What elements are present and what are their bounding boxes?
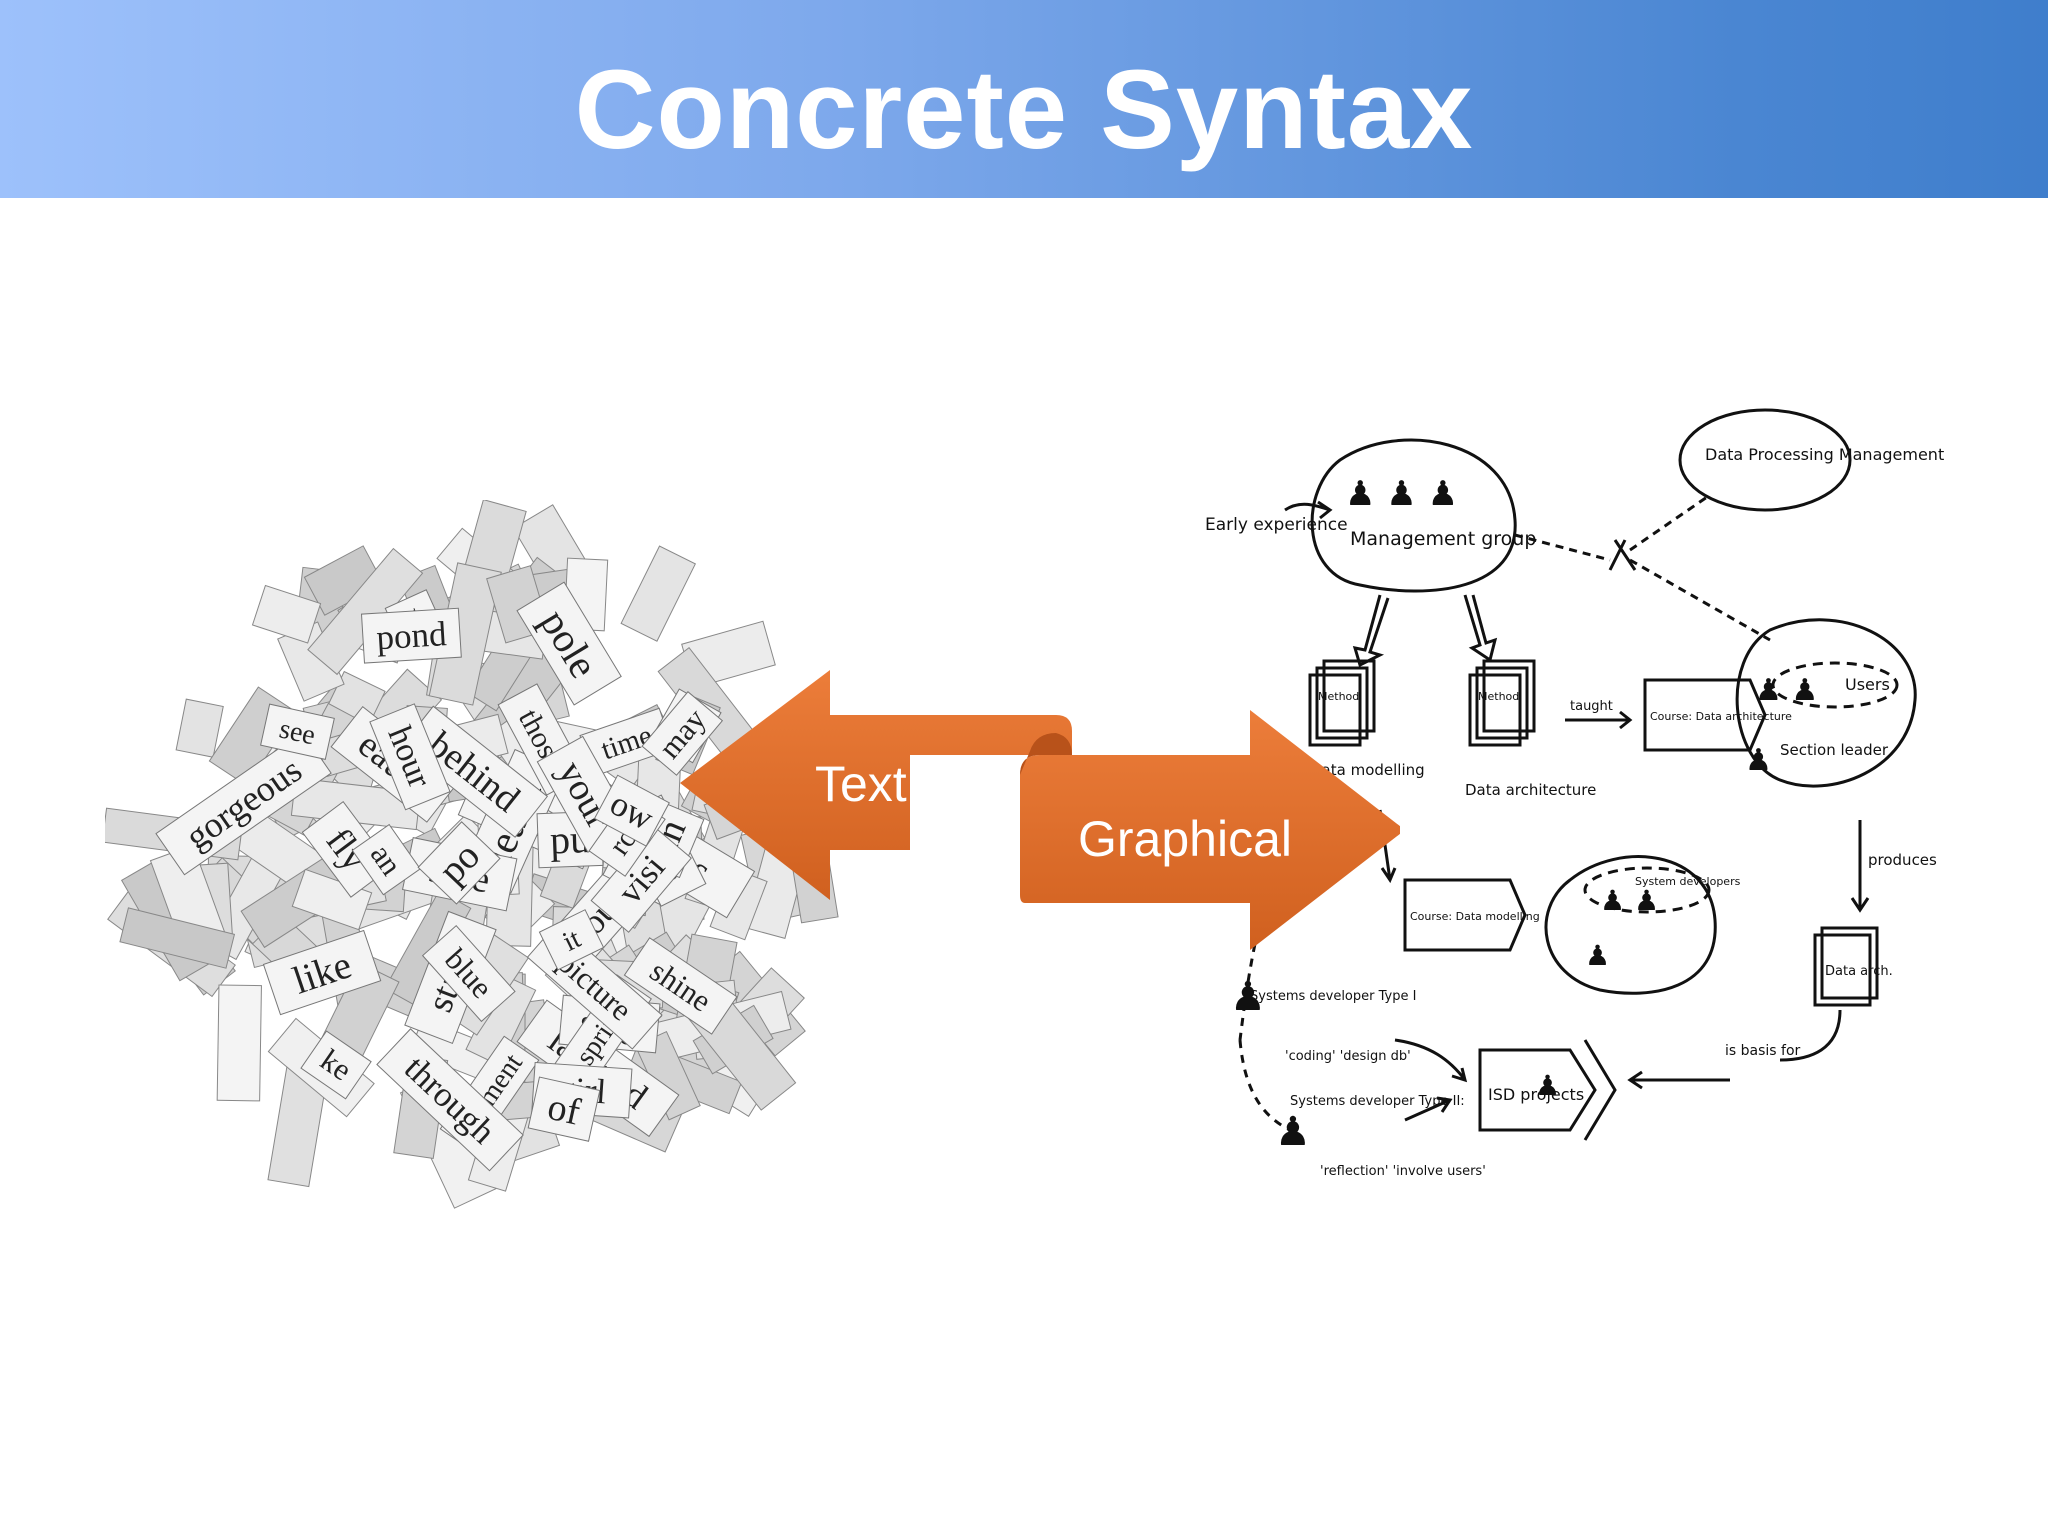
label-produces: produces — [1868, 851, 1937, 869]
word-tile: like — [262, 929, 382, 1016]
word-tile — [175, 698, 224, 758]
textual-label: Textual — [815, 756, 974, 812]
users-bubble — [1735, 618, 1917, 788]
diagram-figures: ♟ ♟ ♟ ♟ ♟ ♟ ♟ ♟ ♟ ♟ ♟ ♟ — [1230, 474, 1818, 1155]
svg-text:♟: ♟ — [1230, 974, 1266, 1020]
word-tile: pond — [360, 607, 462, 664]
management-group-bubble — [1310, 438, 1517, 593]
svg-text:♟: ♟ — [1745, 743, 1772, 778]
label-type2-tasks: 'reflection' 'involve users' — [1320, 1164, 1486, 1179]
word-tile: see — [260, 703, 335, 760]
developers-dashed-group — [1583, 866, 1711, 914]
graphical-arrow — [1020, 710, 1405, 950]
label-method-2: Method — [1478, 690, 1519, 703]
graphical-label: Graphical — [1078, 811, 1292, 867]
label-taught: taught — [1570, 699, 1613, 714]
word-tile-text: pond — [375, 614, 448, 657]
label-data-architecture: Data architecture — [1465, 781, 1596, 799]
title-bar — [0, 0, 2048, 198]
diagram-shapes — [1238, 408, 1917, 1141]
word-tile: ke — [300, 1030, 372, 1100]
label-users: Users — [1845, 675, 1890, 694]
syntax-arrows: Textual Graphical — [680, 655, 1405, 955]
word-tile: of — [527, 1076, 601, 1142]
label-system-developers: System developers — [1635, 875, 1741, 888]
label-isd-projects: ISD projects — [1488, 1085, 1584, 1104]
users-dashed-group — [1771, 661, 1899, 709]
developers-bubble — [1544, 855, 1717, 995]
word-tile-text: see — [277, 713, 319, 751]
slide-title: Concrete Syntax — [574, 47, 1474, 172]
word-tile: time — [579, 707, 674, 777]
word-tile: po — [417, 821, 501, 905]
label-management-group: Management group — [1350, 528, 1536, 550]
label-systems-dev-type1: Systems developer Type I — [1250, 989, 1416, 1004]
label-course-architecture: Course: Data architecture — [1650, 710, 1792, 723]
svg-text:♟: ♟ — [1275, 1109, 1311, 1155]
label-section-leader: Section leader — [1780, 741, 1889, 759]
word-tile — [216, 984, 262, 1102]
svg-text:♟ ♟ ♟: ♟ ♟ ♟ — [1345, 474, 1458, 514]
label-early-experience: Early experience — [1205, 515, 1348, 535]
label-course-modelling: Course: Data modelling — [1410, 910, 1540, 923]
label-data-arch: Data arch. — [1825, 964, 1893, 979]
hand-drawn-diagram: ♟ ♟ ♟ ♟ ♟ ♟ ♟ ♟ ♟ ♟ ♟ ♟ Data Processing … — [1190, 400, 1950, 1230]
textual-arrow — [680, 670, 1072, 900]
word-tile: it — [538, 909, 605, 971]
label-method-1: Method — [1318, 690, 1359, 703]
word-tile: an — [351, 823, 421, 896]
svg-text:♟ ♟: ♟ ♟ — [1600, 884, 1659, 917]
word-tile — [119, 907, 236, 969]
label-data-modelling: Data modelling — [1310, 761, 1425, 779]
svg-text:♟ ♟: ♟ ♟ — [1755, 673, 1818, 708]
label-type1-tasks: 'coding' 'design db' — [1285, 1049, 1411, 1064]
label-data-processing: Data Processing Management — [1705, 445, 1944, 464]
data-processing-bubble — [1678, 408, 1852, 512]
word-tile — [620, 545, 697, 642]
word-tile — [251, 584, 322, 644]
label-systems-dev-type2: Systems developer Type II: — [1290, 1094, 1465, 1109]
svg-text:♟: ♟ — [1585, 939, 1610, 972]
label-is-basis-for: is basis for — [1725, 1043, 1801, 1059]
svg-text:♟: ♟ — [1535, 1069, 1560, 1102]
word-cloud-image: wouldtheworshipdeliriousgorgeouspurpleav… — [101, 498, 865, 1220]
word-tile: ow — [593, 774, 670, 847]
